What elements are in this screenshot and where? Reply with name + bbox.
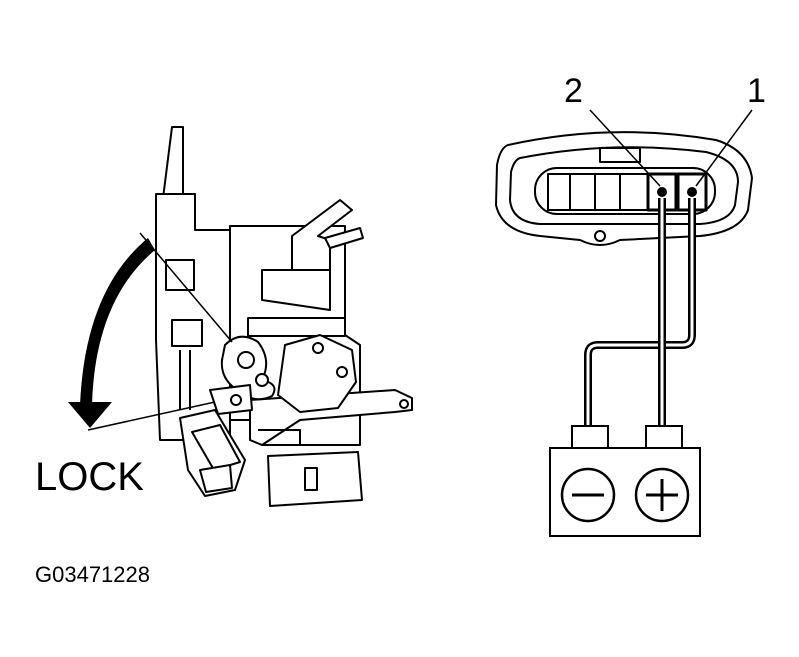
pin-2-leader	[589, 109, 661, 187]
battery	[549, 425, 701, 537]
terminal-1-contact	[687, 187, 697, 197]
pin-label-2: 2	[564, 72, 583, 110]
pin-label-1: 1	[747, 72, 766, 110]
actuator-connector	[495, 131, 753, 246]
door-lock-actuator	[155, 126, 413, 507]
minus-icon	[560, 467, 616, 523]
arrow-pivot-leader	[139, 232, 233, 343]
pin-1-leader	[695, 109, 753, 187]
terminal-2-contact	[657, 187, 667, 197]
lock-direction-arrow	[68, 238, 155, 428]
test-leads	[584, 198, 696, 430]
battery-positive-post	[645, 425, 683, 451]
plus-icon	[634, 467, 690, 523]
lock-leader-line	[87, 401, 216, 431]
lock-label: LOCK	[35, 455, 144, 499]
battery-negative-post	[571, 425, 609, 451]
figure-code: G03471228	[35, 562, 150, 587]
